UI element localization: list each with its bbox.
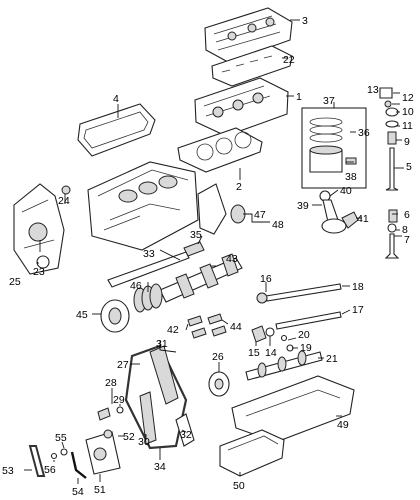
callout-29: 29 [113, 394, 125, 406]
callout-27: 27 [117, 359, 129, 371]
callout-53: 53 [2, 465, 14, 477]
timing-chain [124, 344, 188, 450]
oil-pump-chain [28, 445, 46, 477]
head-gasket [177, 127, 263, 173]
callout-40: 40 [340, 185, 352, 197]
callout-46: 46 [130, 280, 142, 292]
bolts [97, 406, 124, 421]
sprocket-stack [133, 283, 163, 313]
callout-49: 49 [337, 419, 349, 431]
main-bearings [187, 313, 227, 339]
callout-50: 50 [233, 480, 245, 492]
oil-pan-upper [231, 375, 355, 443]
cam-carrier [211, 45, 293, 87]
callout-22: 22 [283, 54, 295, 66]
callout-42: 42 [167, 324, 179, 336]
callout-labels: 3 22 1 4 2 37 36 38 40 39 41 13 12 10 11… [2, 15, 414, 498]
callout-21: 21 [326, 353, 338, 365]
callout-9: 9 [404, 136, 410, 148]
callout-19: 19 [300, 342, 312, 354]
callout-31: 31 [156, 338, 168, 350]
callout-11: 11 [402, 120, 413, 132]
callout-48: 48 [272, 219, 284, 231]
callout-51: 51 [94, 484, 106, 496]
balance-shaft [107, 251, 190, 288]
callout-7: 7 [404, 234, 410, 246]
callout-13: 13 [367, 84, 379, 96]
valve-cover-gasket [77, 103, 156, 157]
callout-4: 4 [113, 93, 119, 105]
callout-6: 6 [404, 209, 410, 221]
callout-15: 15 [248, 347, 260, 359]
callout-30: 30 [138, 436, 150, 448]
callout-28: 28 [105, 377, 117, 389]
callout-56: 56 [44, 464, 56, 476]
callout-14: 14 [265, 347, 277, 359]
callout-41: 41 [357, 213, 369, 225]
callout-5: 5 [406, 161, 412, 173]
callout-12: 12 [402, 92, 414, 104]
crankshaft [159, 253, 243, 303]
callout-10: 10 [402, 106, 414, 118]
callout-44: 44 [230, 321, 242, 333]
rear-cover [197, 183, 246, 235]
callout-34: 34 [154, 461, 166, 473]
callout-54: 54 [72, 486, 84, 498]
piston [309, 145, 357, 173]
callout-39: 39 [297, 200, 309, 212]
callout-24: 24 [58, 195, 70, 207]
engine-block [87, 161, 199, 251]
callout-37: 37 [323, 95, 335, 107]
callout-43: 43 [226, 253, 238, 265]
callout-38: 38 [345, 171, 357, 183]
callout-17: 17 [352, 304, 364, 316]
callout-45: 45 [76, 309, 88, 321]
leader-lines [24, 19, 404, 484]
callout-33: 33 [143, 248, 155, 260]
plug-24 [61, 185, 71, 195]
callout-35: 35 [190, 229, 202, 241]
cam-sprocket [208, 371, 230, 397]
callout-16: 16 [260, 273, 272, 285]
callout-52: 52 [123, 431, 135, 443]
oil-pump [85, 429, 121, 475]
bearing-shell [183, 241, 205, 257]
callout-32: 32 [180, 429, 192, 441]
callout-26: 26 [212, 351, 224, 363]
piston-rings [309, 117, 343, 143]
timing-cover [13, 183, 65, 275]
callout-36: 36 [358, 127, 370, 139]
tensioner-16 [256, 292, 268, 304]
guide-rail-18 [265, 283, 342, 302]
seal-25 [36, 255, 50, 269]
callout-3: 3 [302, 15, 308, 27]
camshaft [245, 350, 323, 381]
callout-23: 23 [33, 266, 45, 278]
pickup-tube [70, 451, 87, 479]
callout-20: 20 [298, 329, 310, 341]
callout-2: 2 [236, 181, 242, 193]
o-rings [50, 448, 68, 460]
harmonic-balancer [100, 299, 130, 333]
callout-47: 47 [254, 209, 266, 221]
valve-train [379, 87, 400, 259]
valve-cover [204, 7, 293, 63]
cam-followers [251, 325, 294, 352]
callout-8: 8 [402, 224, 408, 236]
chain-guide-34 [175, 413, 195, 447]
callout-55: 55 [55, 432, 67, 444]
connecting-rod [319, 190, 359, 234]
oil-pan-lower [219, 429, 285, 477]
callout-18: 18 [352, 281, 364, 293]
guide-rail-17 [275, 311, 342, 330]
callout-1: 1 [296, 91, 302, 103]
callout-25: 25 [9, 276, 21, 288]
cylinder-head [194, 77, 289, 137]
